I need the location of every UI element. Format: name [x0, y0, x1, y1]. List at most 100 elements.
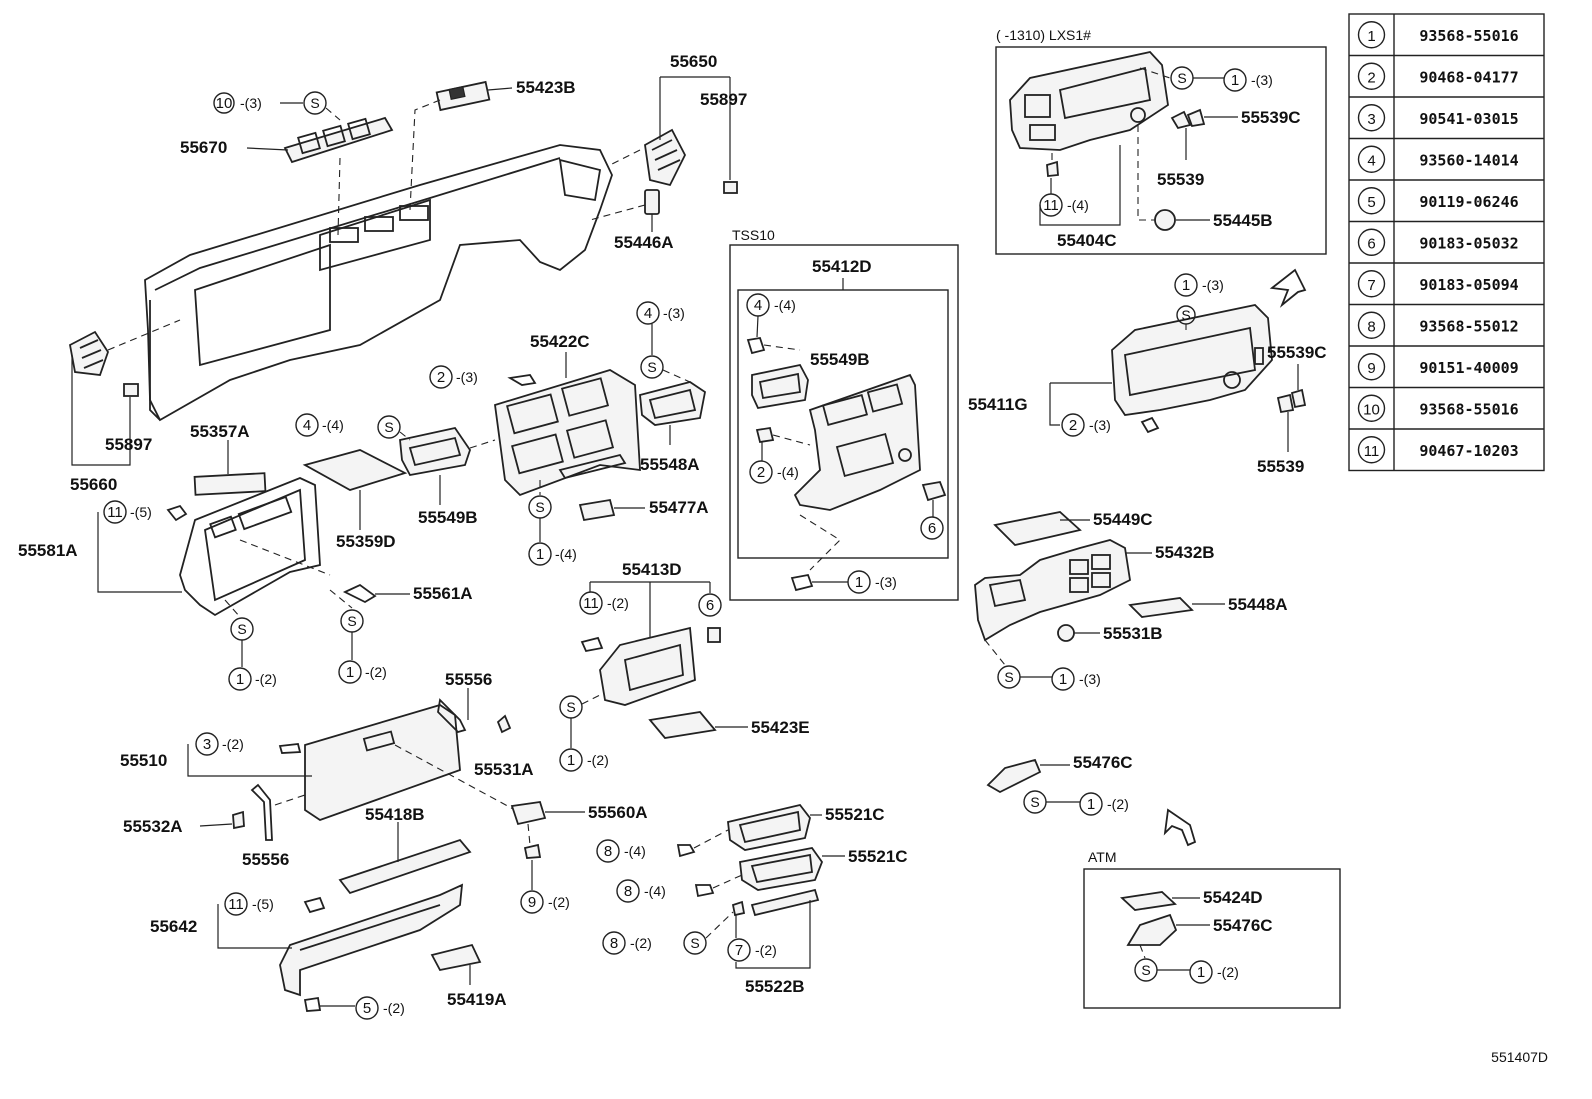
legend-number-circle	[1357, 394, 1386, 422]
vent-55423B	[435, 80, 491, 112]
svg-text:1: 1	[1231, 72, 1239, 89]
label-55411G: 55411G	[968, 395, 1028, 414]
label-55522B: 55522B	[745, 977, 805, 996]
label-55556-top: 55556	[445, 670, 492, 689]
label-55539-mid: 55539	[1257, 457, 1304, 476]
label-55422C: 55422C	[530, 332, 590, 351]
svg-text:3: 3	[203, 736, 211, 753]
svg-text:S: S	[237, 621, 246, 637]
legend-number: 3	[1367, 111, 1375, 128]
group-box-lxs1	[995, 46, 1327, 255]
box-55549B-tss	[751, 363, 809, 410]
svg-text:-(2): -(2)	[630, 935, 652, 951]
vent-55670	[283, 116, 394, 164]
svg-text:2: 2	[757, 464, 765, 481]
pocket-55521C-b	[739, 847, 824, 891]
callout-4-548A: 4 -(3) S	[636, 301, 691, 383]
frame-55413D	[599, 626, 696, 706]
svg-text:6: 6	[928, 520, 936, 537]
group-box-tss10	[729, 244, 959, 601]
bezel-55412D	[793, 373, 921, 511]
bezel-55422C	[494, 369, 641, 497]
label-55561A: 55561A	[413, 584, 473, 603]
knob-55445B	[1154, 209, 1176, 231]
svg-text:1: 1	[1087, 796, 1095, 813]
label-55445B: 55445B	[1213, 211, 1273, 230]
legend-part-number: 90468-04177	[1419, 68, 1518, 86]
callout-1-tss: 1 -(3)	[790, 514, 897, 594]
box-55549B	[399, 426, 471, 477]
clip-7	[731, 900, 746, 917]
svg-text:-(4): -(4)	[624, 843, 646, 859]
svg-text:10: 10	[216, 95, 233, 112]
svg-text:-(2): -(2)	[365, 664, 387, 680]
svg-text:-(3): -(3)	[1079, 671, 1101, 687]
legend-number-circle	[1357, 311, 1386, 339]
svg-text:-(2): -(2)	[255, 671, 277, 687]
legend-number-circle	[1357, 270, 1386, 298]
callout-s1-413D: S 1 -(2)	[559, 694, 609, 772]
label-55539C-top: 55539C	[1241, 108, 1301, 127]
svg-text:-(4): -(4)	[1067, 197, 1089, 213]
callout-10-top: 10 -(3) S	[213, 91, 341, 121]
legend-number-circle	[1357, 228, 1386, 256]
stay-55556-bot	[250, 783, 273, 841]
svg-text:S: S	[566, 699, 575, 715]
clip-55897-top	[723, 181, 738, 194]
callout-s1-422C: S 1 -(4)	[528, 480, 577, 566]
svg-text:-(3): -(3)	[875, 574, 897, 590]
group-box-atm	[1083, 868, 1341, 1009]
clip-55539-lxs	[1170, 110, 1192, 130]
legend-part-number: 93568-55016	[1419, 27, 1518, 45]
bracket-55446A	[644, 189, 660, 215]
callout-s1-atm: S 1 -(2)	[1134, 944, 1239, 984]
label-55419A: 55419A	[447, 990, 507, 1009]
callout-11-642: 11 -(5)	[224, 892, 326, 916]
label-55549B-tss: 55549B	[810, 350, 870, 369]
group-label-atm: ATM	[1088, 849, 1117, 865]
callout-6-413D: 6	[698, 593, 722, 643]
box-55548A	[639, 381, 706, 426]
label-55548A: 55548A	[640, 455, 700, 474]
svg-text:4: 4	[303, 417, 311, 434]
cluster-55404C	[1009, 51, 1169, 151]
legend-number-circle	[1357, 187, 1386, 215]
svg-text:1: 1	[855, 574, 863, 591]
label-55539C-mid: 55539C	[1267, 343, 1327, 362]
svg-text:-(3): -(3)	[456, 369, 478, 385]
stay-55556-top	[437, 698, 467, 734]
svg-text:-(2): -(2)	[383, 1000, 405, 1016]
svg-text:S: S	[647, 359, 656, 375]
label-55404C: 55404C	[1057, 231, 1117, 250]
label-55560A: 55560A	[588, 803, 648, 822]
svg-text:-(2): -(2)	[548, 894, 570, 910]
svg-text:11: 11	[228, 896, 244, 913]
svg-text:S: S	[347, 613, 356, 629]
callout-s1-432B: S 1 -(3)	[984, 639, 1101, 691]
svg-text:-(3): -(3)	[240, 95, 262, 111]
callout-9: 9 -(2)	[520, 860, 570, 914]
cover-55357A	[193, 472, 267, 496]
panel-55476C-a	[986, 758, 1042, 794]
label-55897-left: 55897	[105, 435, 152, 454]
svg-text:7: 7	[735, 942, 743, 959]
svg-text:1: 1	[236, 671, 244, 688]
svg-text:S: S	[384, 419, 393, 435]
callout-8-b: 8 -(4)	[616, 874, 743, 903]
svg-text:1: 1	[1059, 671, 1067, 688]
legend-part-number: 93568-55012	[1419, 317, 1518, 335]
svg-text:-(4): -(4)	[777, 464, 799, 480]
pocket-55521C-a	[727, 803, 811, 851]
label-55897-top: 55897	[700, 90, 747, 109]
svg-text:-(2): -(2)	[607, 595, 629, 611]
cover-55449C	[993, 511, 1082, 546]
